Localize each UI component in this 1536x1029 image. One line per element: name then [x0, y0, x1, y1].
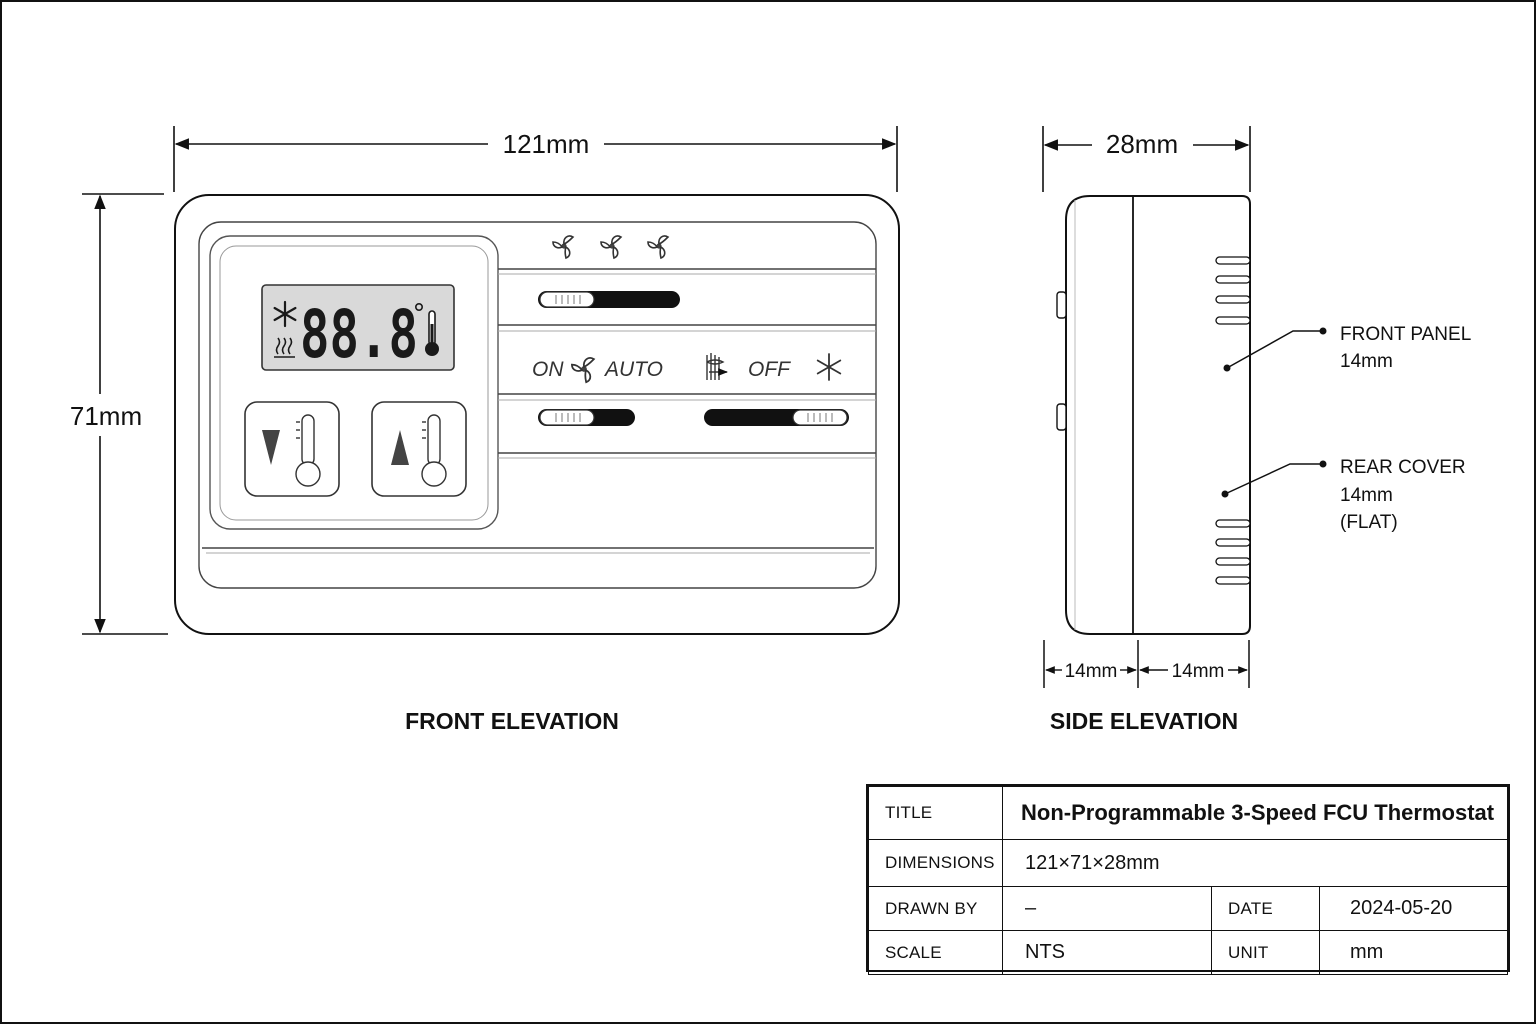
unit-value: mm: [1319, 930, 1508, 975]
height-dimension: 71mm: [70, 193, 168, 635]
arrow-up-icon: [391, 430, 409, 465]
thermometer-icon: [421, 414, 447, 487]
fan-speed-slider-thumb[interactable]: [539, 291, 595, 308]
front-tab: [1056, 291, 1067, 319]
title-key: TITLE: [868, 786, 1003, 840]
sub-depth-dimensions: 14mm 14mm: [1043, 640, 1250, 688]
front-tab: [1056, 403, 1067, 431]
front-elevation-label: FRONT ELEVATION: [405, 708, 619, 734]
fan-mode-slider[interactable]: [538, 409, 635, 426]
drawn-by-value: –: [1002, 886, 1212, 931]
front-panel-callout: FRONT PANEL 14mm: [1223, 324, 1471, 372]
scale-value: NTS: [1002, 930, 1212, 975]
date-value: 2024-05-20: [1319, 886, 1508, 931]
heat-exchanger-icon: [706, 353, 728, 380]
height-label: 71mm: [70, 401, 142, 431]
front-panel-callout-depth: 14mm: [1340, 351, 1393, 372]
mode-on-label: ON: [532, 358, 564, 381]
system-mode-slider-thumb[interactable]: [792, 409, 848, 426]
width-dimension: 121mm: [173, 126, 898, 192]
vent-slots: [1215, 256, 1251, 585]
drawn-by-key: DRAWN BY: [868, 886, 1003, 931]
rear-cover-callout-depth: 14mm: [1340, 485, 1393, 506]
unit-key: UNIT: [1211, 930, 1320, 975]
depth-dimension: 28mm: [1042, 126, 1251, 192]
lcd-display: 88.8: [261, 284, 455, 373]
front-panel-callout-title: FRONT PANEL: [1340, 324, 1471, 345]
rear-cover-callout-title: REAR COVER: [1340, 457, 1466, 478]
side-elevation: 28mm FRONT PANEL 14mm: [1042, 126, 1471, 734]
title-value: Non-Programmable 3-Speed FCU Thermostat: [1002, 786, 1508, 840]
mode-off-label: OFF: [748, 358, 791, 381]
fan-mode-slider-thumb[interactable]: [539, 409, 595, 426]
snowflake-icon: [273, 300, 297, 328]
heat-icon: [274, 337, 295, 358]
side-body: [1065, 195, 1251, 635]
system-mode-slider[interactable]: [704, 409, 849, 426]
temp-down-button[interactable]: [244, 401, 340, 497]
title-block: TITLE Non-Programmable 3-Speed FCU Therm…: [866, 784, 1510, 975]
thermometer-icon: [295, 414, 321, 487]
dimensions-value: 121×71×28mm: [1002, 839, 1508, 887]
rear-depth-label: 14mm: [1172, 661, 1225, 682]
dimensions-key: DIMENSIONS: [868, 839, 1003, 887]
rear-cover-callout-note: (FLAT): [1340, 512, 1398, 533]
front-elevation: 121mm 71mm: [70, 126, 900, 734]
width-label: 121mm: [503, 129, 590, 159]
front-depth-label: 14mm: [1065, 661, 1118, 682]
degree-icon: [414, 302, 423, 311]
arrow-down-icon: [262, 430, 280, 465]
snowflake-icon: [816, 353, 842, 381]
temp-up-button[interactable]: [371, 401, 467, 497]
rear-cover-callout: REAR COVER 14mm (FLAT): [1221, 457, 1466, 533]
mode-auto-label: AUTO: [603, 358, 663, 381]
side-elevation-label: SIDE ELEVATION: [1050, 708, 1238, 734]
lcd-digits: 88.8: [300, 296, 418, 373]
thermometer-icon: [425, 310, 439, 356]
control-strips: [498, 268, 876, 459]
date-key: DATE: [1211, 886, 1320, 931]
scale-key: SCALE: [868, 930, 1003, 975]
depth-label: 28mm: [1106, 129, 1178, 159]
fan-speed-slider[interactable]: [538, 291, 680, 308]
